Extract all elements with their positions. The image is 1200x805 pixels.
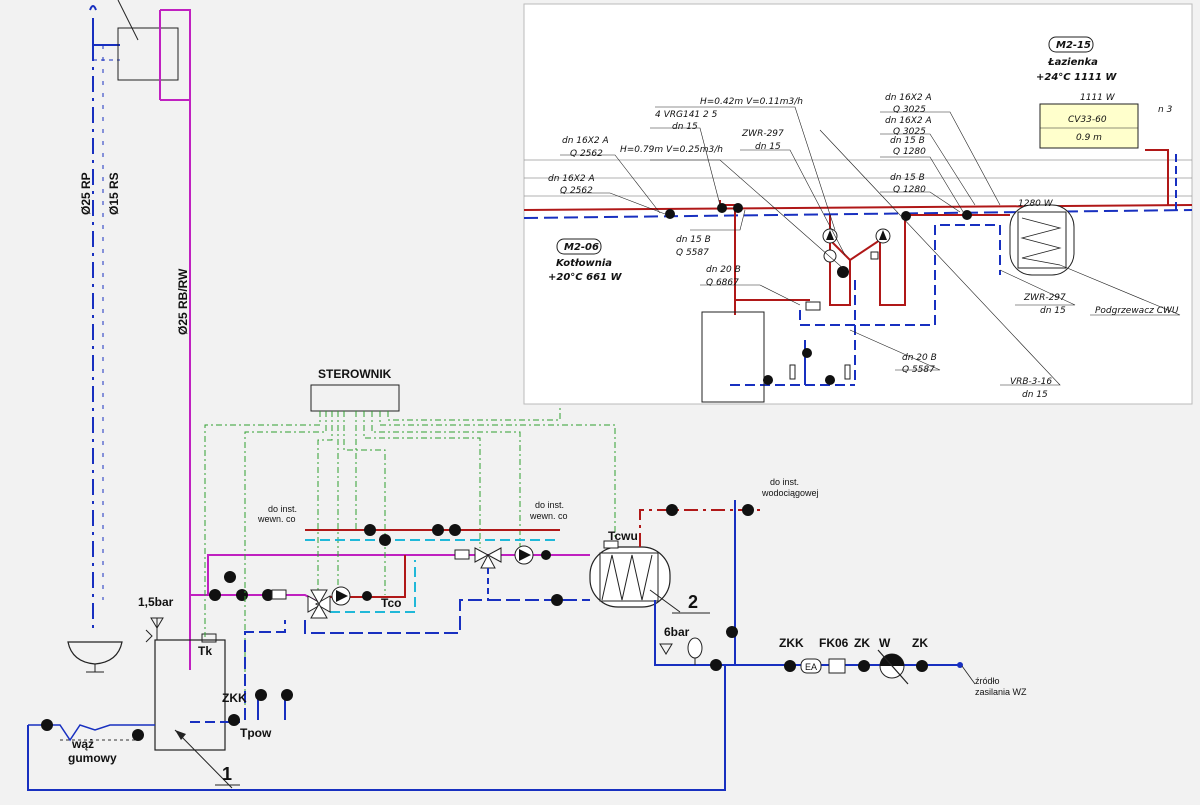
riser-label-rp: Ø25 RP: [79, 172, 93, 215]
label-dn16a-3: dn 16X2 A: [885, 93, 932, 103]
label-vrb-dn: dn 15: [1022, 390, 1048, 400]
label-dn16a-2: dn 16X2 A: [548, 174, 595, 184]
hose-label-2: gumowy: [68, 751, 117, 765]
label-q2562-2: Q 2562: [560, 186, 593, 196]
valve-dot: [41, 719, 53, 731]
svg-text:+20°C 661 W: +20°C 661 W: [548, 272, 622, 283]
ea-label: EA: [805, 662, 817, 672]
zkk-left: ZKK: [222, 691, 247, 705]
radiator-icon: 1111 W CV33-60 0.9 m n 3: [1039, 93, 1173, 149]
room-tag-m206: M2-06 Kotłownia +20°C 661 W: [548, 238, 622, 283]
do-inst-co-2b: wewn. co: [529, 511, 568, 521]
cwu-heater-icon: [1009, 204, 1075, 276]
tank-number: 2: [688, 592, 698, 612]
label-dn16a-4: dn 16X2 A: [885, 116, 932, 126]
label-dn15b-1: dn 15 B: [676, 235, 711, 245]
main-schematic: Ø25 RP Ø15 RS Ø25 RB/RW Tk 1 1,5bar wąż: [27, 0, 1027, 791]
label-q5587-2: Q 5587: [902, 365, 935, 375]
svg-text:1111 W: 1111 W: [1080, 93, 1116, 103]
label-q3025-1: Q 3025: [893, 105, 926, 115]
control-wiring: [204, 405, 616, 720]
label-q1280-1: Q 1280: [893, 147, 926, 157]
expansion-vessel-icon: [687, 637, 703, 665]
do-inst-co-1b: wewn. co: [257, 514, 296, 524]
label-hv2: H=0.79m V=0.25m3/h: [620, 145, 723, 155]
svg-text:M2-15: M2-15: [1056, 40, 1091, 51]
sensor-tk: Tk: [198, 644, 212, 658]
sensor-tpow: Tpow: [240, 726, 272, 740]
svg-text:Kotłownia: Kotłownia: [556, 258, 612, 269]
boiler-riser-line: [160, 9, 191, 670]
supply-fk06: FK06: [819, 636, 849, 650]
label-hv1: H=0.42m V=0.11m3/h: [700, 97, 803, 107]
mixing-valve-icon: [307, 589, 331, 619]
do-inst-co-1a: do inst.: [268, 504, 297, 514]
supply-w: W: [879, 636, 891, 650]
valve-dot: [132, 729, 144, 741]
controller-box: [310, 384, 400, 412]
riser-label-rb: Ø25 RB/RW: [176, 268, 190, 335]
label-dn15b-2: dn 15 B: [890, 136, 925, 146]
sensor-tco: Tco: [381, 596, 401, 610]
label-q1280-2: Q 1280: [893, 185, 926, 195]
svg-text:Łazienka: Łazienka: [1047, 57, 1098, 68]
svg-text:n 3: n 3: [1158, 105, 1173, 115]
label-zwr1: ZWR-297: [741, 129, 784, 139]
label-q2562-1: Q 2562: [570, 149, 603, 159]
riser-label-rs: Ø15 RS: [107, 172, 121, 215]
room-tag-m215: M2-15 Łazienka +24°C 1111 W: [1036, 36, 1117, 83]
zrodlo-2: zasilania WZ: [975, 687, 1027, 697]
return-loop-line: [27, 665, 726, 791]
filter-icon: [828, 658, 846, 674]
pressure-boiler: 1,5bar: [138, 595, 174, 609]
svg-text:+24°C 1111 W: +24°C 1111 W: [1036, 72, 1117, 83]
water-heater-box: [117, 27, 179, 81]
boiler-box: [154, 639, 226, 751]
hose-label-1: wąż: [71, 737, 94, 751]
boiler-number: 1: [222, 764, 232, 784]
svg-text:CV33-60: CV33-60: [1068, 115, 1107, 125]
zrodlo-1: źródło: [975, 676, 1000, 686]
three-way-valve-icon: [474, 547, 502, 569]
inset-plan: M2-15 Łazienka +24°C 1111 W M2-06 Kotłow…: [523, 3, 1193, 405]
label-vrb: VRB-3-16: [1010, 377, 1052, 387]
supply-zkk: ZKK: [779, 636, 804, 650]
label-zwr1-dn: dn 15: [755, 142, 781, 152]
label-vrg-dn: dn 15: [672, 122, 698, 132]
supply-zk1: ZK: [854, 636, 870, 650]
label-q5587-1: Q 5587: [676, 248, 709, 258]
label-podgrzewacz: Podgrzewacz CWU: [1095, 306, 1179, 316]
svg-text:0.9 m: 0.9 m: [1076, 133, 1102, 143]
pressure-dhw: 6bar: [664, 625, 690, 639]
sensor-tcwu: Tcwu: [608, 529, 638, 543]
do-inst-wod-b: wodociągowej: [761, 488, 819, 498]
label-zwr2: ZWR-297: [1023, 293, 1066, 303]
label-vrg: 4 VRG141 2 5: [655, 110, 718, 120]
controller-label: STEROWNIK: [318, 367, 392, 381]
svg-text:M2-06: M2-06: [564, 242, 599, 253]
label-dn20b-1: dn 20 B: [706, 265, 741, 275]
label-w1280: 1280 W: [1018, 199, 1054, 209]
label-dn20b-2: dn 20 B: [902, 353, 937, 363]
label-dn15b-3: dn 15 B: [890, 173, 925, 183]
sink-icon: [67, 641, 123, 673]
supply-zk2: ZK: [912, 636, 928, 650]
safety-valve-icon: [145, 617, 164, 643]
do-inst-wod-a: do inst.: [770, 477, 799, 487]
do-inst-co-2a: do inst.: [535, 500, 564, 510]
label-zwr2-dn: dn 15: [1040, 306, 1066, 316]
label-q6867: Q 6867: [706, 278, 739, 288]
label-q3025-2: Q 3025: [893, 127, 926, 137]
label-dn16a-1: dn 16X2 A: [562, 136, 609, 146]
dhw-tank: [589, 540, 671, 608]
